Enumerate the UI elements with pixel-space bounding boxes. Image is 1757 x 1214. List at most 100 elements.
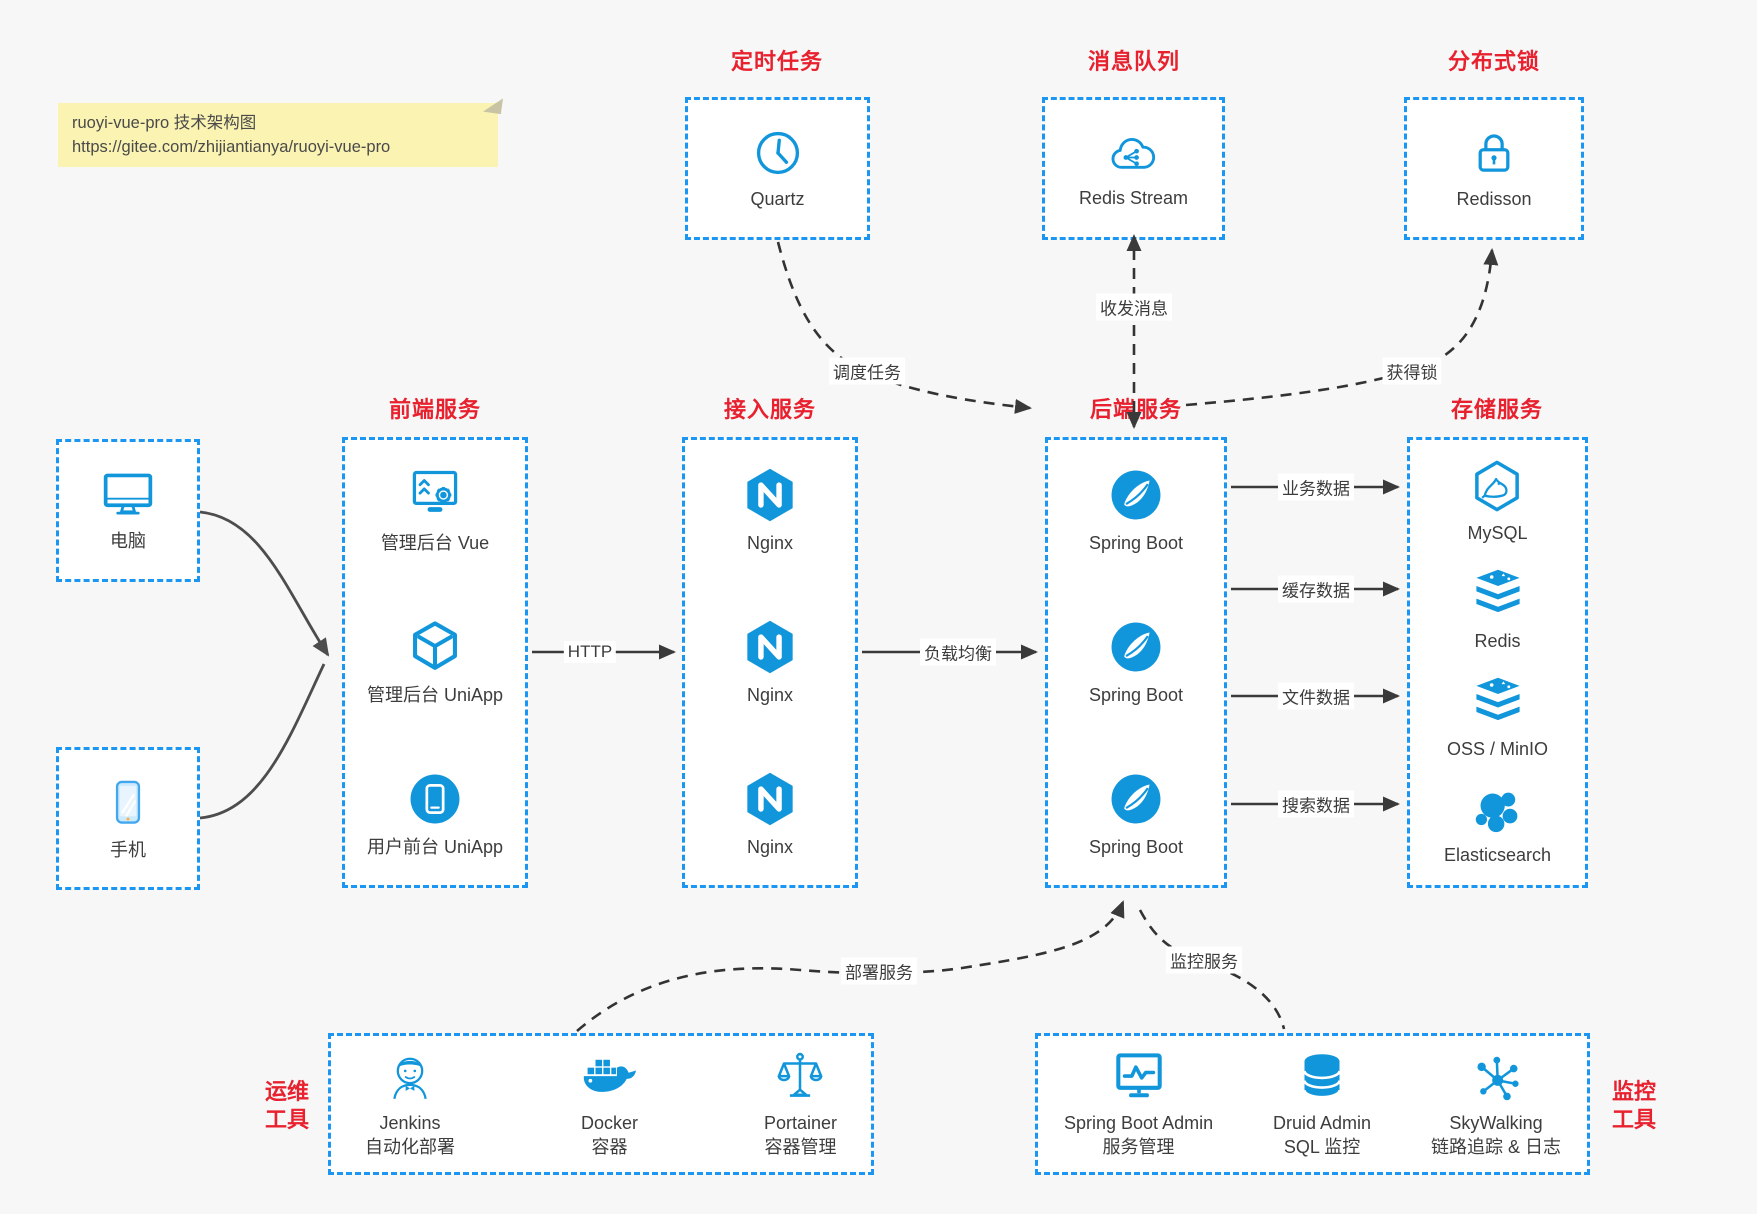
item-label: MySQL (1467, 523, 1528, 543)
lock-icon (1478, 134, 1510, 172)
item-label: 电脑 (110, 531, 146, 551)
cube-icon (413, 621, 457, 670)
item-spring-boot-1: Spring Boot (1089, 466, 1183, 555)
edge-computer-frontend (199, 510, 330, 657)
item-label: Nginx (746, 685, 794, 705)
item-nginx-1: Nginx (741, 466, 799, 555)
title-monitor-tools: 监控 工具 (1611, 1079, 1657, 1132)
jenkins-icon (393, 1057, 427, 1099)
nginx-icon (747, 620, 793, 674)
item-label: 手机 (110, 840, 146, 860)
item-label: 管理后台 Vue (380, 533, 490, 553)
box-storage: MySQL Redis OSS / MinIO (1407, 437, 1588, 888)
flow-label-message: 收发消息 (1096, 293, 1172, 321)
flow-label-http: HTTP (563, 641, 617, 663)
box-phone: 手机 (56, 747, 200, 890)
portainer-icon (778, 1052, 823, 1097)
title-scheduler: 定时任务 (730, 49, 824, 74)
item-label: Jenkins (379, 1112, 441, 1133)
item-nginx-3: Nginx (741, 770, 799, 859)
item-computer: 电脑 (98, 468, 158, 553)
flow-label-load-balance: 负载均衡 (920, 638, 996, 666)
mobile-app-icon (410, 774, 460, 824)
item-label: Redisson (1456, 189, 1532, 209)
item-redisson: Redisson (1456, 126, 1532, 211)
mysql-icon (1475, 460, 1520, 512)
flow-label-search-data: 搜索数据 (1278, 790, 1354, 818)
flow-label-acquire-lock: 获得锁 (1382, 357, 1442, 385)
title-lock: 分布式锁 (1447, 49, 1541, 74)
note-url: https://gitee.com/zhijiantianya/ruoyi-vu… (72, 138, 391, 156)
box-computer: 电脑 (56, 439, 200, 582)
box-lock: Redisson (1404, 97, 1584, 240)
item-label: Redis Stream (1078, 188, 1189, 208)
box-scheduler: Quartz (685, 97, 870, 240)
box-backend: Spring Boot Spring Boot Spring Boot (1045, 437, 1227, 888)
item-label: Spring Boot (1088, 533, 1184, 553)
title-backend: 后端服务 (1089, 397, 1183, 422)
item-label: Spring Boot (1088, 685, 1184, 705)
redis-stack-icon (1475, 569, 1520, 613)
box-monitor-tools: Spring Boot Admin 服务管理 Druid Admin SQL 监… (1035, 1033, 1590, 1175)
item-label: Quartz (750, 189, 805, 209)
item-sublabel: 自动化部署 (365, 1136, 455, 1157)
item-portainer: Portainer 容器管理 (764, 1050, 837, 1159)
item-label: SkyWalking (1449, 1112, 1543, 1133)
title-ops-tools: 运维 工具 (264, 1079, 310, 1132)
flow-label-file-data: 文件数据 (1278, 682, 1354, 710)
item-label: Spring Boot (1088, 837, 1184, 857)
item-label: 管理后台 UniApp (366, 685, 504, 705)
clock-icon (756, 131, 799, 175)
desktop-icon (103, 473, 153, 515)
box-access: Nginx Nginx Nginx (682, 437, 858, 888)
elasticsearch-icon (1476, 792, 1518, 833)
item-druid-admin: Druid Admin SQL 监控 (1273, 1050, 1371, 1159)
item-sublabel: 服务管理 (1102, 1136, 1175, 1157)
item-admin-vue: 管理后台 Vue (381, 466, 489, 555)
spring-icon (1111, 470, 1161, 520)
item-sublabel: 链路追踪 & 日志 (1430, 1136, 1561, 1157)
title-storage: 存储服务 (1450, 397, 1544, 422)
nginx-icon (747, 772, 793, 826)
title-access: 接入服务 (723, 397, 817, 422)
sticky-note: ruoyi-vue-pro 技术架构图 https://gitee.com/zh… (58, 95, 504, 167)
flow-label-schedule: 调度任务 (829, 357, 905, 385)
title-mq: 消息队列 (1087, 49, 1181, 74)
box-ops-tools: Jenkins 自动化部署 Docker 容器 (328, 1033, 874, 1175)
item-label: Nginx (746, 837, 794, 857)
item-nginx-2: Nginx (741, 618, 799, 707)
item-label: Redis (1474, 631, 1521, 651)
item-sublabel: 容器管理 (764, 1136, 837, 1157)
item-label: Spring Boot Admin (1064, 1112, 1214, 1133)
item-label: Docker (580, 1112, 638, 1133)
item-phone: 手机 (103, 775, 153, 862)
item-label: 用户前台 UniApp (366, 837, 504, 857)
item-sublabel: SQL 监控 (1283, 1136, 1361, 1157)
item-user-uniapp: 用户前台 UniApp (367, 770, 503, 859)
note-title: ruoyi-vue-pro 技术架构图 (72, 114, 257, 132)
spring-icon (1111, 774, 1161, 824)
docker-icon (584, 1059, 637, 1092)
title-frontend: 前端服务 (388, 397, 482, 422)
note-fold-corner (482, 95, 504, 115)
cloud-share-icon (1112, 138, 1156, 169)
edge-acquire-lock (1185, 248, 1499, 407)
flow-label-cache-data: 缓存数据 (1278, 575, 1354, 603)
item-sublabel: 容器 (591, 1136, 628, 1157)
item-label: OSS / MinIO (1446, 739, 1549, 759)
druid-icon (1303, 1053, 1341, 1098)
item-admin-uniapp: 管理后台 UniApp (367, 618, 503, 707)
box-mq: Redis Stream (1042, 97, 1225, 240)
item-mysql: MySQL (1467, 458, 1528, 545)
flow-label-deploy: 部署服务 (841, 957, 917, 985)
spring-boot-admin-icon (1115, 1052, 1162, 1097)
item-oss-minio: OSS / MinIO (1447, 676, 1548, 761)
flow-label-biz-data: 业务数据 (1278, 473, 1354, 501)
item-spring-boot-2: Spring Boot (1089, 618, 1183, 707)
skywalking-icon (1477, 1056, 1519, 1100)
oss-stack-icon (1475, 677, 1520, 721)
item-redis: Redis (1469, 568, 1527, 653)
item-label: Druid Admin (1273, 1112, 1372, 1133)
flow-label-monitor: 监控服务 (1166, 946, 1242, 974)
